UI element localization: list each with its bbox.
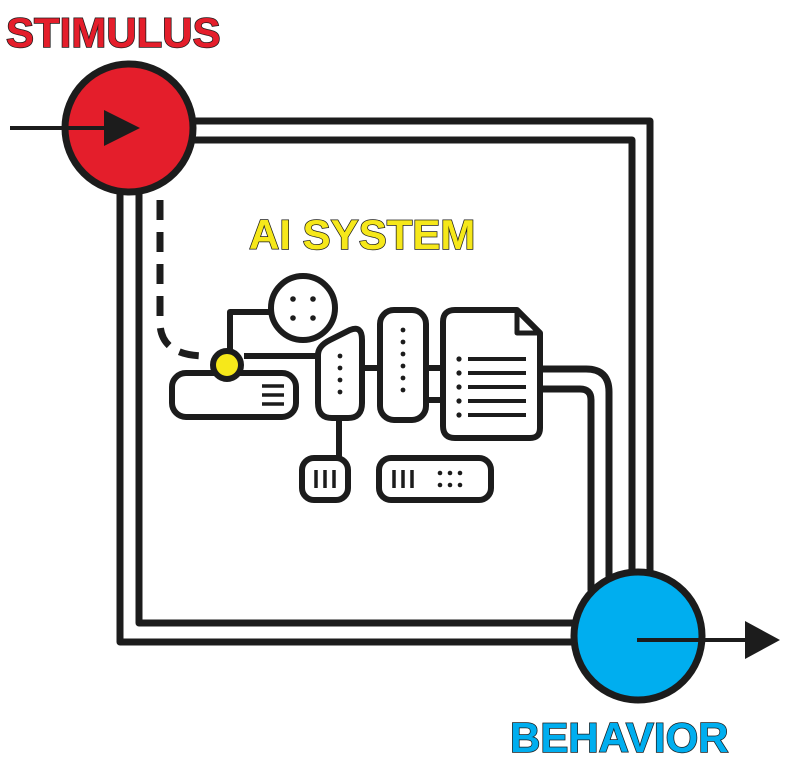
output-channel bbox=[536, 365, 613, 594]
system-frame bbox=[116, 117, 654, 646]
arrow-right-icon bbox=[10, 110, 140, 146]
ai-system-label: AI SYSTEM bbox=[249, 211, 475, 258]
stimulus-label: STIMULUS bbox=[6, 9, 221, 56]
document-icon bbox=[440, 307, 543, 441]
storage-module bbox=[299, 455, 351, 503]
sensor-module bbox=[268, 273, 338, 343]
memory-module bbox=[377, 307, 429, 423]
processor-module bbox=[315, 325, 365, 421]
system-connectors bbox=[227, 309, 446, 458]
junction-node bbox=[210, 348, 244, 382]
behavior-node bbox=[570, 568, 706, 704]
server-icon bbox=[376, 455, 494, 503]
dashed-signal-line bbox=[156, 200, 207, 360]
arrow-right-icon bbox=[637, 621, 780, 659]
behavior-label: BEHAVIOR bbox=[510, 714, 729, 761]
